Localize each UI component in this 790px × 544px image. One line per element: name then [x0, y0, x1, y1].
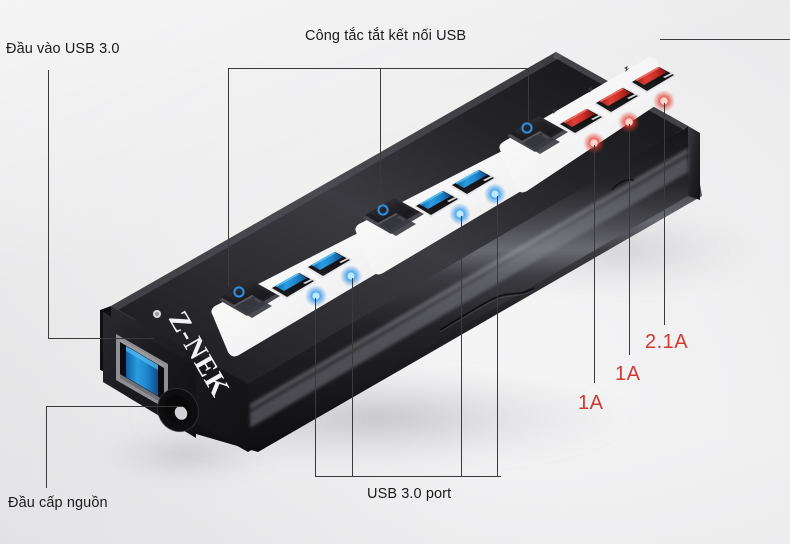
leader-usbport-rise-2 — [352, 278, 353, 476]
panel-group-1 — [211, 231, 383, 357]
usb-input-port — [116, 334, 168, 410]
panel-2 — [355, 149, 527, 275]
dc-power-jack — [157, 387, 199, 433]
led-blue-2 — [340, 265, 362, 287]
leader-power-horizontal — [46, 406, 182, 407]
charging-port-2 — [588, 87, 641, 114]
hub-long-front — [248, 126, 688, 452]
callout-label-power-in: Đầu cấp nguồn — [8, 495, 108, 511]
hub-top-face — [118, 78, 690, 396]
amperage-label-3: 2.1A — [645, 331, 689, 353]
leader-amp-2 — [629, 124, 630, 355]
leader-usb-in-horizontal — [48, 338, 154, 339]
usb-port-4 — [450, 169, 497, 196]
led-blue-4 — [484, 183, 506, 205]
leader-switch-drop-3 — [528, 68, 529, 122]
callout-label-usb-in: Đầu vào USB 3.0 — [6, 41, 120, 57]
usb-port-1 — [270, 272, 317, 299]
callout-label-usb-port: USB 3.0 port — [367, 486, 452, 502]
lightning-icon-2 — [588, 87, 594, 93]
hub-front-face — [118, 78, 702, 452]
amperage-label-2: 1A — [615, 363, 641, 385]
hub-front-face-main — [111, 306, 248, 452]
power-switch-2 — [363, 198, 424, 236]
panel-3 — [499, 57, 671, 193]
leader-top-right-stub — [660, 39, 790, 40]
leader-power-vertical — [46, 406, 47, 488]
led-blue-1 — [305, 285, 327, 307]
leader-usbport-rise-1 — [315, 298, 316, 476]
lightning-icon-1 — [552, 108, 558, 114]
panel-group-3 — [499, 57, 677, 193]
panel-1 — [211, 231, 383, 357]
hub-seam-highlight — [439, 289, 535, 333]
hub-right-top-highlight — [553, 52, 688, 130]
charging-port-1 — [552, 108, 605, 135]
led-blue-3 — [449, 203, 471, 225]
hub-seam-line — [439, 287, 535, 331]
leader-usbport-rise-4 — [497, 196, 498, 476]
hub-right-end — [688, 126, 700, 200]
hub-left-end-face — [100, 306, 111, 374]
hub-end-plane — [103, 312, 196, 438]
charging-port-3 — [624, 66, 677, 93]
leader-switch-bracket — [228, 68, 528, 69]
usb-port-3 — [414, 190, 461, 217]
power-switch-3 — [507, 116, 568, 154]
leader-usb-in-vertical — [48, 70, 49, 338]
leader-switch-drop-1 — [228, 68, 229, 286]
brand-logo: Z-NEK — [153, 306, 236, 403]
amperage-label-1: 1A — [578, 392, 604, 414]
hub-notch — [611, 179, 635, 191]
svg-text:Z-NEK: Z-NEK — [162, 306, 236, 403]
callout-label-switch: Công tắc tắt kết nối USB — [305, 28, 467, 44]
leader-usbport-rise-3 — [461, 216, 462, 476]
leader-amp-1 — [594, 145, 595, 383]
hub-top-edge-highlight — [111, 52, 563, 310]
lightning-icon-3 — [624, 66, 630, 72]
leader-usbport-bracket — [315, 476, 501, 477]
panel-group-2 — [355, 149, 527, 275]
usb-port-2 — [306, 251, 353, 278]
hub-top-face-main — [111, 52, 688, 384]
leader-amp-3 — [664, 103, 665, 325]
leader-switch-drop-2 — [380, 68, 381, 204]
